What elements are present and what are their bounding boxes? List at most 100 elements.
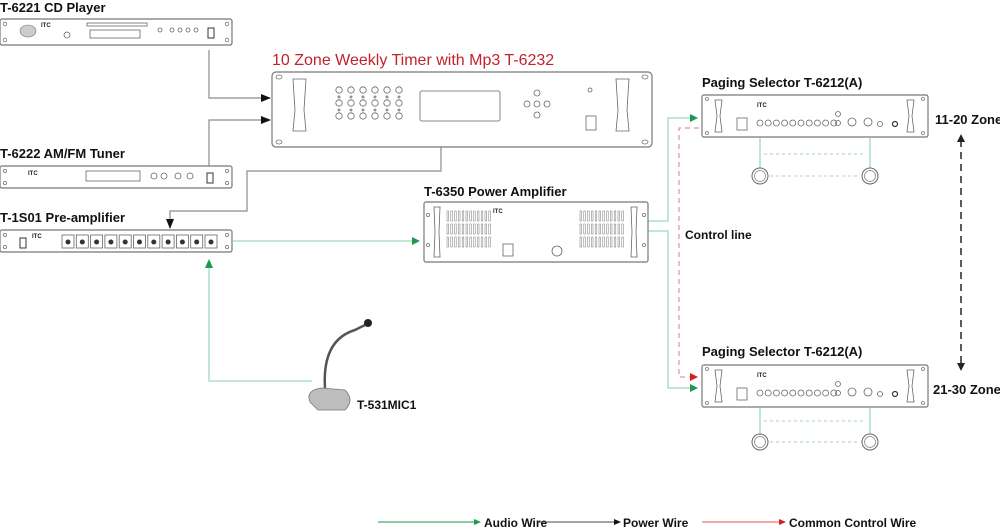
vent-slot — [480, 236, 484, 248]
control-button — [835, 120, 841, 126]
vent-slot — [591, 210, 594, 222]
itc-logo: ITC — [28, 171, 38, 177]
speaker-icon — [751, 433, 769, 451]
vent-slot — [465, 236, 468, 248]
power-wires — [166, 50, 442, 229]
power-wire-timer-to-preamp — [166, 147, 442, 229]
vent-slot — [602, 210, 605, 222]
timer-zone-button — [371, 86, 379, 94]
led-indicator — [349, 108, 353, 112]
rack-handle — [630, 206, 638, 258]
led-indicator — [361, 108, 365, 112]
zone-select-button — [805, 389, 813, 397]
timer-zone-button — [395, 86, 403, 94]
control-line-label: Control line — [685, 228, 752, 242]
vent-slot — [583, 210, 586, 222]
zone-select-button — [789, 119, 797, 127]
jack-socket — [65, 239, 71, 245]
zone-select-button — [805, 119, 813, 127]
vent-slot — [446, 223, 449, 235]
vent-slot — [454, 210, 457, 222]
vent-slot — [480, 223, 484, 235]
vent-slot — [473, 210, 476, 222]
vent-slot — [454, 236, 457, 248]
zone-select-button — [830, 389, 838, 397]
vent-slot — [450, 210, 453, 222]
vent-slot — [579, 223, 582, 235]
timer-zone-button — [347, 86, 355, 94]
vent-slot — [606, 210, 609, 222]
jack-socket — [165, 239, 171, 245]
input-jack — [104, 234, 118, 249]
vent-slot — [583, 236, 586, 248]
power-switch — [19, 237, 27, 249]
vent-slot — [454, 223, 457, 235]
vent-slot — [469, 210, 472, 222]
arrow-up-icon — [957, 134, 965, 142]
legend-control-label: Common Control Wire — [789, 516, 917, 529]
power-amp-label: T-6350 Power Amplifier — [424, 184, 567, 199]
speaker-grille — [19, 24, 37, 38]
led-indicator — [385, 108, 389, 112]
itc-logo: ITC — [757, 103, 767, 109]
control-button — [835, 111, 841, 117]
paging-selector-2-label: Paging Selector T-6212(A) — [702, 344, 862, 359]
audio-wire-amp-to-selector-1 — [648, 117, 690, 222]
vent-slot — [598, 210, 601, 222]
vent-grilles — [446, 210, 624, 248]
vent-slot — [461, 223, 465, 235]
input-jack — [133, 234, 146, 249]
power-switch — [736, 387, 748, 401]
vent-slot — [621, 236, 624, 248]
led-indicator — [337, 95, 341, 99]
timer-zone-button — [347, 112, 355, 120]
input-jack — [61, 234, 75, 249]
itc-logo: ITC — [32, 234, 42, 240]
legend-control-arrow — [779, 519, 786, 525]
vent-slot — [450, 223, 453, 235]
vent-slot — [583, 223, 586, 235]
vent-slot — [473, 223, 476, 235]
zone-select-button — [773, 119, 780, 127]
tuner-label: T-6222 AM/FM Tuner — [0, 146, 125, 161]
legend-audio-label: Audio Wire — [484, 516, 548, 529]
vent-slot — [446, 236, 449, 248]
jack-socket — [151, 239, 157, 245]
zone-select-button — [797, 389, 805, 397]
timer-zone-button — [335, 99, 343, 107]
timer-button-grid — [335, 86, 403, 120]
speakers-zone-1 — [751, 138, 879, 185]
vent-slot — [488, 210, 491, 222]
power-wire-cd-to-timer — [208, 50, 271, 102]
audio-arrow-head — [690, 384, 698, 392]
speakers-zone-2 — [751, 408, 879, 451]
timer-device: 10 Zone Weekly Timer with Mp3 T-6232 — [271, 52, 653, 148]
vent-slot — [477, 236, 480, 248]
audio-arrow-head — [205, 259, 213, 268]
preamp-input-jacks — [61, 234, 218, 249]
vent-slot — [579, 210, 582, 222]
audio-wire-mic-to-preamp — [208, 268, 312, 382]
input-jack — [190, 234, 204, 249]
mic-head — [364, 319, 372, 327]
vent-slot — [591, 223, 594, 235]
timer-zone-button — [395, 112, 403, 120]
zone-select-button — [773, 389, 780, 397]
led-indicator — [397, 95, 401, 99]
led-indicator — [373, 95, 377, 99]
vent-slot — [598, 236, 601, 248]
control-button — [835, 381, 841, 387]
audio-arrow-head — [412, 237, 420, 245]
cd-player-label: T-6221 CD Player — [0, 0, 106, 15]
vent-slot — [458, 223, 461, 235]
timer-label: 10 Zone Weekly Timer with Mp3 T-6232 — [272, 52, 554, 69]
power-switch — [206, 172, 214, 184]
lcd-display — [419, 90, 501, 122]
zone-select-button — [756, 119, 764, 127]
vent-slot — [591, 236, 594, 248]
audio-wires — [205, 114, 698, 392]
vent-slot — [617, 223, 620, 235]
itc-logo: ITC — [41, 23, 51, 29]
vent-slot — [598, 223, 601, 235]
vent-slot — [587, 236, 590, 248]
